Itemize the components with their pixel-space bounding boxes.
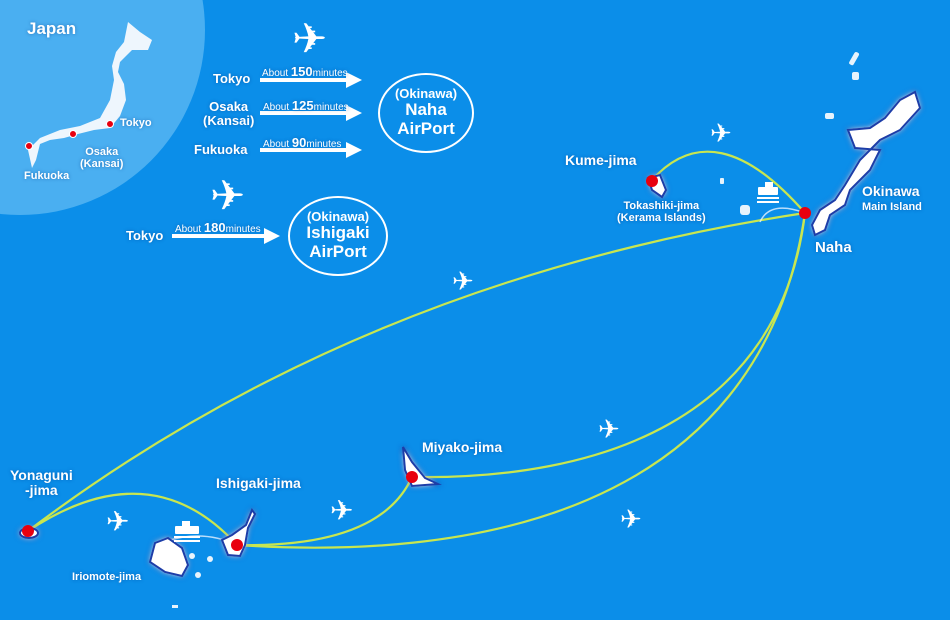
minutes-unit: minutes [306,139,342,150]
minutes-value: 150 [290,64,313,79]
label-okinawa: Okinawa [862,183,920,199]
airplane-icon: ✈ [620,504,642,534]
small-islets [172,52,859,608]
duration-osaka-naha: About 125minutes [263,98,349,113]
minutes-unit: minutes [313,102,349,113]
label-yonaguni-line1: Yonaguni [10,467,73,483]
origin-fukuoka: Fukuoka [194,142,248,157]
about-label: About [262,68,289,79]
label-ishigaki-jima: Ishigaki-jima [216,475,301,491]
ferry-routes [169,207,806,546]
origin-tokyo: Tokyo [213,71,251,86]
minutes-unit: minutes [225,224,261,235]
duration-tokyo-naha: About 150minutes [262,64,348,79]
airport-region: (Okinawa) [394,86,458,102]
inset-city-tokyo: Tokyo [120,117,152,129]
label-yonaguni-jima: Yonaguni -jima [10,467,73,499]
minutes-value: 90 [291,135,307,150]
flight-arrows [172,72,362,244]
label-yonaguni-line2: -jima [25,482,58,499]
label-iriomote-jima: Iriomote-jima [72,571,142,583]
airplane-icon: ✈ [210,172,246,219]
airport-suffix: AirPort [309,242,367,262]
duration-tokyo-ishigaki: About 180minutes [175,220,261,235]
airplane-icon: ✈ [598,414,620,444]
about-label: About [175,224,202,235]
iriomote-island [148,536,190,578]
airplane-icon: ✈ [106,506,130,537]
label-kume-jima: Kume-jima [565,152,637,168]
origin-osaka-line2: (Kansai) [203,113,255,129]
airplane-icon: ✈ [292,15,328,62]
okinawa-island [810,90,922,237]
about-label: About [263,139,290,150]
japan-inset-circle [0,0,205,215]
flight-routes [27,150,807,549]
airport-name: Naha [405,100,447,120]
airplane-icon: ✈ [452,266,474,296]
minutes-unit: minutes [312,68,348,79]
inset-city-dots [25,120,114,150]
label-okinawa-main-island: Main Island [862,201,922,213]
minutes-value: 125 [291,98,314,113]
airport-dots [22,175,811,551]
airport-region: (Okinawa) [306,209,370,225]
label-tokashiki-line2: (Kerama Islands) [617,212,706,225]
airplane-icon: ✈ [330,495,354,526]
label-naha: Naha [815,239,852,256]
ferry-icons [174,182,779,542]
ishigaki-island [220,507,257,558]
inset-city-fukuoka: Fukuoka [24,170,70,182]
label-tokashiki-line1: Tokashiki-jima [623,200,700,212]
label-miyako-jima: Miyako-jima [422,439,503,455]
minutes-value: 180 [203,220,226,235]
origin-tokyo-ishigaki: Tokyo [126,228,164,243]
airport-suffix: AirPort [397,119,455,139]
label-tokashiki-jima: Tokashiki-jima (Kerama Islands) [617,200,706,224]
inset-city-osaka-line2: (Kansai) [80,158,124,171]
naha-airport-badge: (Okinawa) Naha AirPort [378,73,474,153]
airplane-icon: ✈ [710,118,732,148]
islands [19,90,922,578]
about-label: About [263,102,290,113]
inset-city-osaka-line1: Osaka [85,146,119,158]
inset-title: Japan [27,19,77,38]
inset-city-osaka: Osaka (Kansai) [80,146,123,170]
duration-fukuoka-naha: About 90minutes [263,135,342,150]
japan-silhouette [28,22,152,168]
origin-osaka: Osaka (Kansai) [203,99,255,129]
ishigaki-airport-badge: (Okinawa) Ishigaki AirPort [288,196,388,276]
origin-osaka-line1: Osaka [209,99,249,114]
airport-name: Ishigaki [306,223,370,243]
